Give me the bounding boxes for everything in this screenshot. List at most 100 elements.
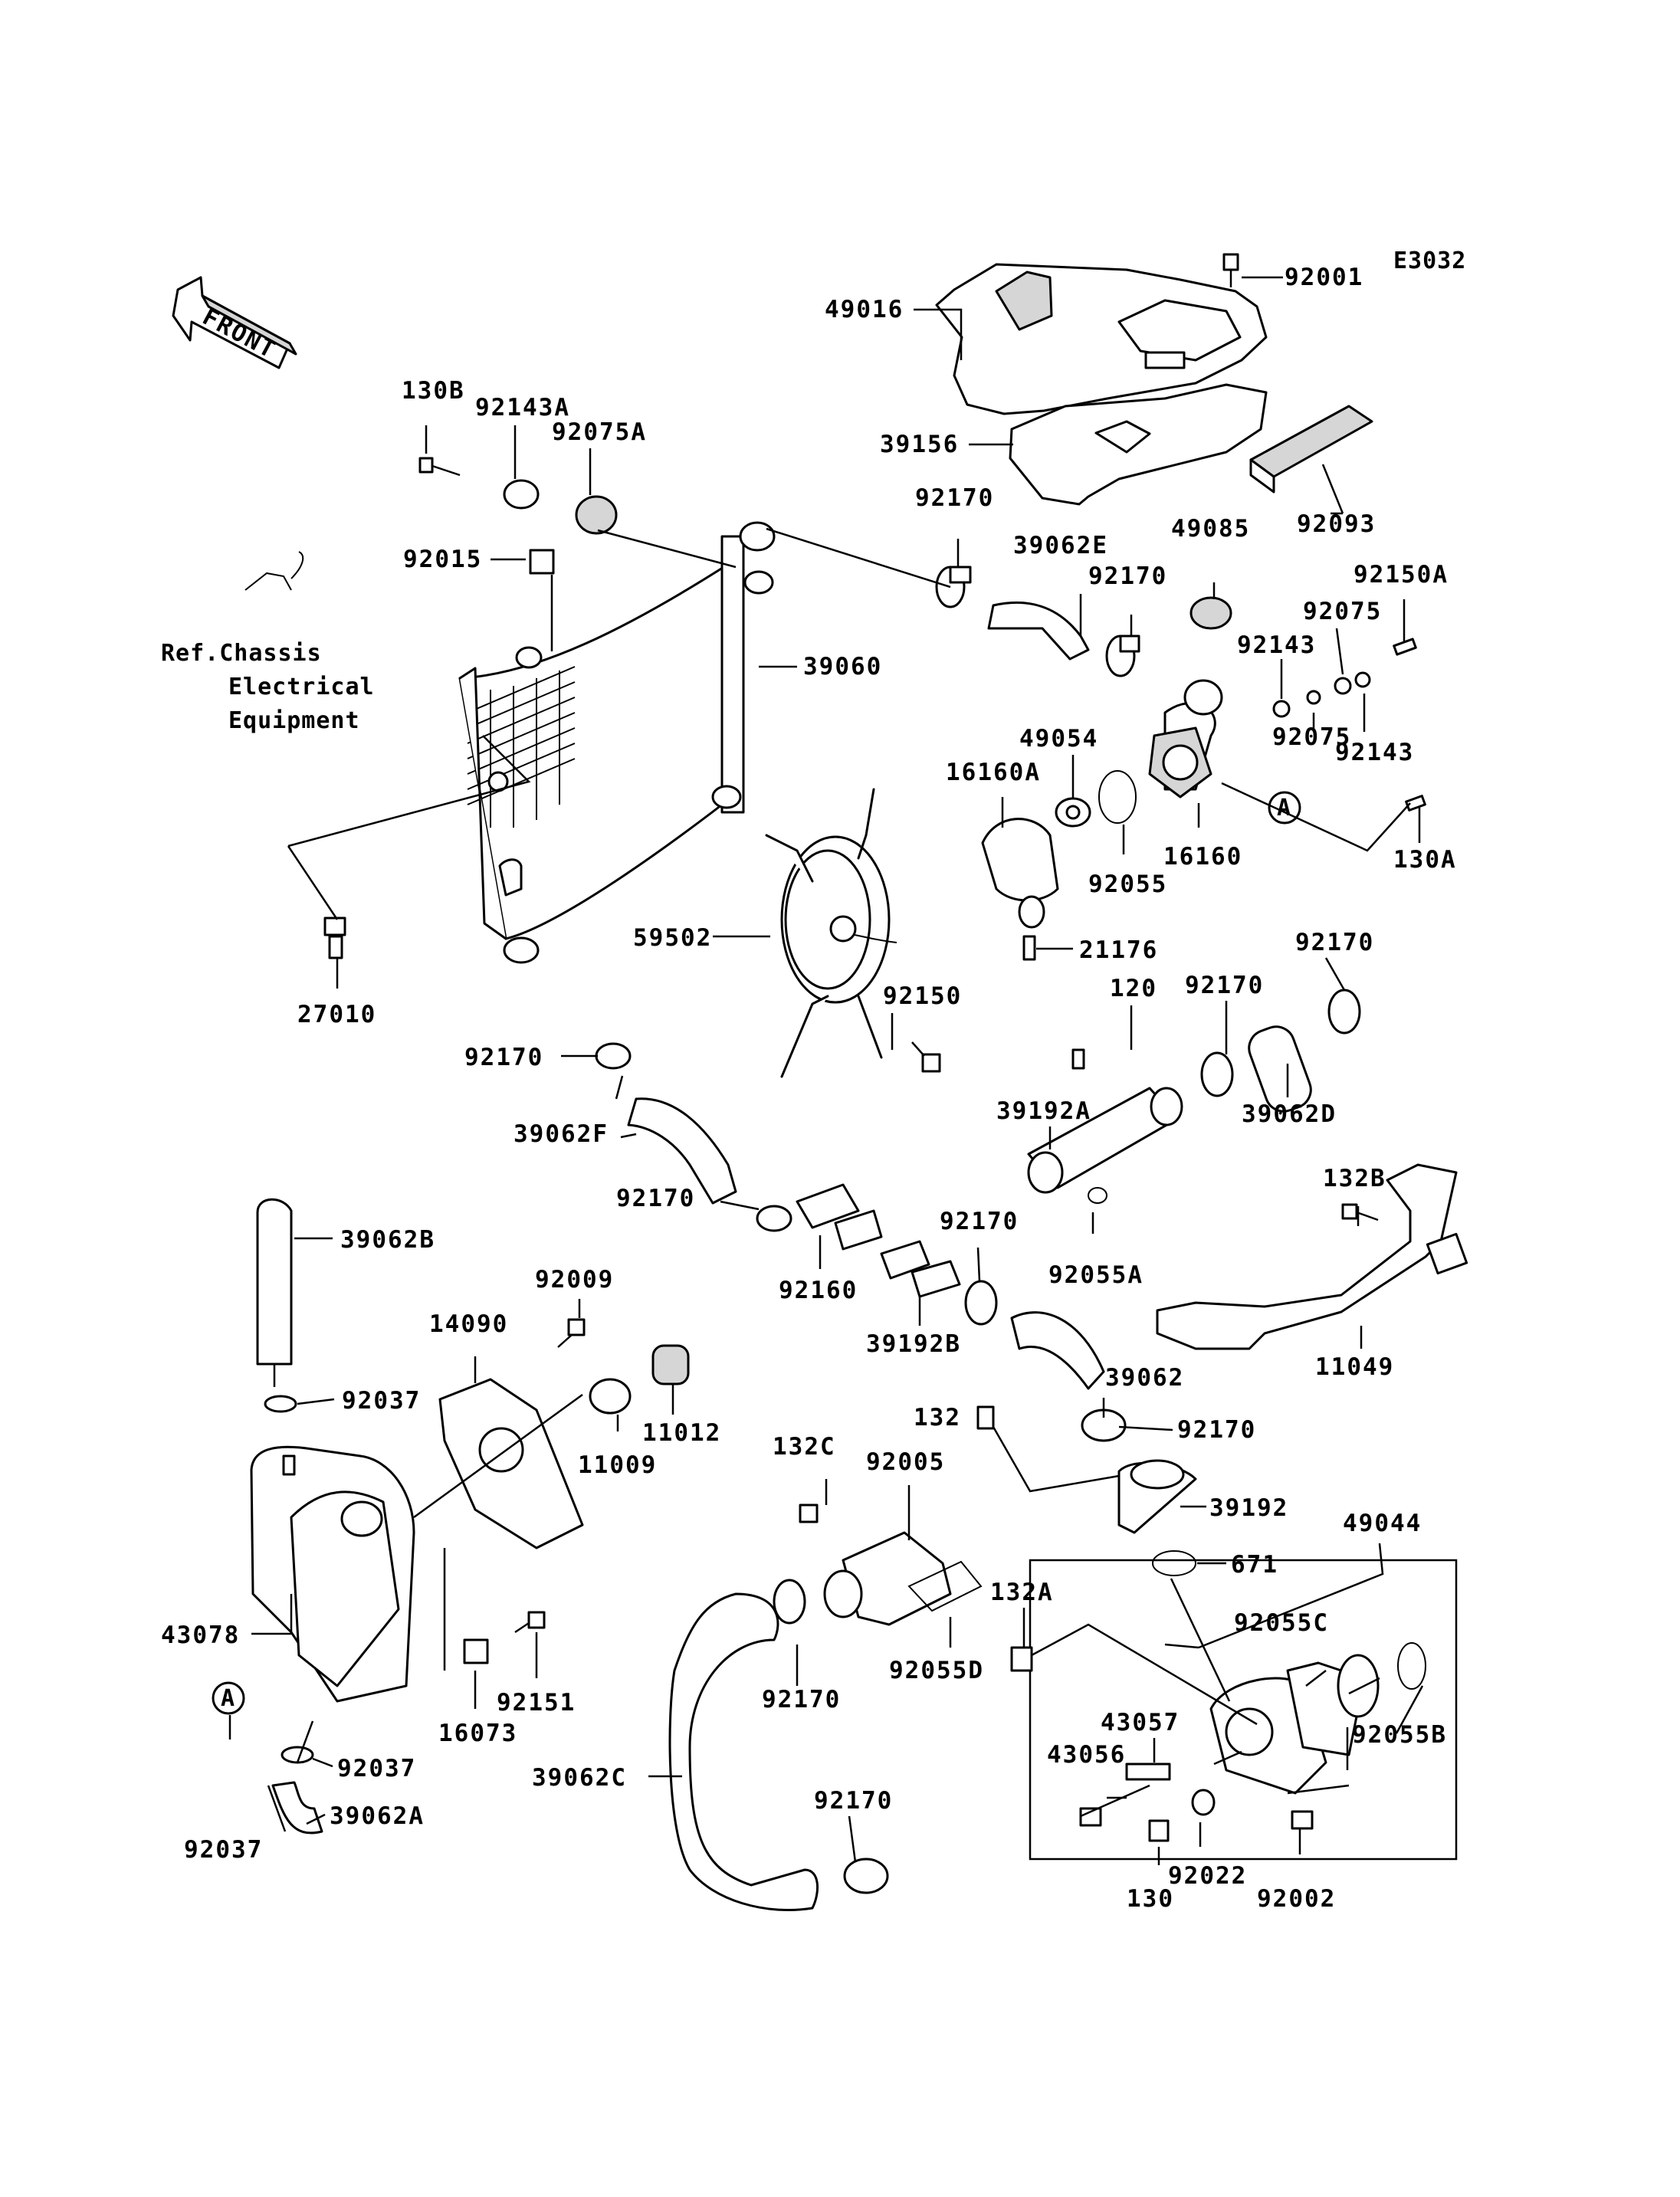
pipe-39192 <box>1117 1459 1197 1534</box>
clip-92037-a <box>264 1395 297 1413</box>
label-39062F: 39062F <box>514 1120 609 1148</box>
clamp-92170-j <box>843 1858 889 1894</box>
label-130: 130 <box>1127 1885 1174 1913</box>
label-92170-g: 92170 <box>940 1208 1019 1235</box>
label-92143-a: 92143 <box>1237 631 1316 659</box>
label-92150: 92150 <box>883 982 962 1010</box>
label-49085: 49085 <box>1171 515 1250 543</box>
label-92075-a: 92075 <box>1303 598 1382 625</box>
bolt-132A <box>1010 1646 1033 1672</box>
label-11009: 11009 <box>578 1451 657 1479</box>
seal-strip-92093 <box>1249 405 1373 494</box>
clamp-92170-b <box>1105 635 1140 677</box>
label-92037-c: 92037 <box>184 1836 263 1864</box>
washer-group <box>1272 638 1426 812</box>
bracket-92015 <box>529 549 555 575</box>
label-92170-i: 92170 <box>762 1686 841 1713</box>
label-39062A: 39062A <box>330 1802 425 1830</box>
sensor-27010 <box>323 917 346 959</box>
label-92170-c: 92170 <box>1295 929 1374 956</box>
label-92170-b: 92170 <box>1088 562 1167 590</box>
label-130A: 130A <box>1393 846 1457 874</box>
o-ring-671 <box>1152 1550 1196 1576</box>
hose-39062E <box>987 601 1090 661</box>
label-92037-a: 92037 <box>342 1387 421 1415</box>
front-label: FRONT <box>198 303 281 364</box>
bracket-11049 <box>1156 1163 1468 1350</box>
diagram-code: E3032 <box>1393 248 1466 274</box>
label-49054: 49054 <box>1019 725 1098 753</box>
reservoir-tank-43078 <box>250 1445 415 1703</box>
hose-39062B <box>256 1198 293 1366</box>
label-39062D: 39062D <box>1242 1100 1337 1128</box>
label-132A: 132A <box>990 1579 1054 1606</box>
label-132C: 132C <box>773 1433 836 1461</box>
label-92009: 92009 <box>535 1266 614 1294</box>
filler-cap-49085 <box>1189 596 1232 630</box>
label-39062C: 39062C <box>532 1764 627 1792</box>
bolt-130B <box>418 457 461 477</box>
bolt-92002 <box>1291 1810 1314 1830</box>
label-39192: 39192 <box>1209 1494 1288 1522</box>
o-ring-92055 <box>1098 770 1137 824</box>
cover-14090 <box>438 1378 584 1549</box>
label-92002: 92002 <box>1257 1885 1336 1913</box>
bolt-132 <box>976 1405 995 1430</box>
sensor-21176 <box>1022 935 1036 961</box>
label-39192B: 39192B <box>866 1330 961 1358</box>
label-39156: 39156 <box>880 431 959 458</box>
clamp-92170-f <box>756 1205 792 1232</box>
label-92055C: 92055C <box>1234 1609 1329 1637</box>
label-92075A: 92075A <box>552 418 647 446</box>
clamp-92170-d <box>1327 989 1361 1035</box>
svg-text:A: A <box>221 1685 235 1712</box>
part-labels: 92001 49016 39156 92093 130B 92143A 9207… <box>161 264 1457 1913</box>
leader-lines <box>228 276 1424 1865</box>
label-11012: 11012 <box>642 1419 721 1447</box>
grommet-92075A <box>575 495 618 535</box>
label-92160: 92160 <box>779 1277 858 1304</box>
cover-49016 <box>935 263 1268 415</box>
clamp-92170-c <box>1200 1051 1234 1097</box>
label-92170-d: 92170 <box>1185 972 1264 999</box>
clamp-92170-i <box>773 1579 806 1625</box>
washer-92022 <box>1191 1789 1216 1816</box>
bolt-43056 <box>1079 1807 1102 1827</box>
reference-line-2: Electrical <box>228 674 375 700</box>
label-43056: 43056 <box>1047 1741 1126 1769</box>
hose-39062F <box>627 1097 737 1205</box>
label-39060: 39060 <box>803 653 882 680</box>
label-92001: 92001 <box>1285 264 1363 291</box>
label-92170-j: 92170 <box>814 1787 893 1815</box>
label-92037-b: 92037 <box>337 1755 416 1782</box>
bolt-130 <box>1148 1819 1170 1842</box>
gasket-92055D <box>907 1560 983 1612</box>
label-92055A: 92055A <box>1048 1261 1144 1289</box>
svg-text:A: A <box>1277 795 1291 821</box>
pipe-43057 <box>1125 1763 1171 1781</box>
bolt-92150 <box>911 1041 941 1073</box>
radiator-39060 <box>458 521 776 964</box>
hose-39062 <box>1010 1311 1105 1390</box>
label-92150A: 92150A <box>1354 561 1449 589</box>
thermostat-49054 <box>1055 797 1091 828</box>
label-92075-b: 92075 <box>1272 723 1351 751</box>
label-92143-b: 92143 <box>1335 739 1414 766</box>
label-92055B: 92055B <box>1352 1721 1447 1749</box>
label-671: 671 <box>1231 1551 1278 1579</box>
label-27010: 27010 <box>297 1001 376 1028</box>
label-11049: 11049 <box>1315 1353 1394 1381</box>
label-92022: 92022 <box>1168 1862 1247 1890</box>
thermostat-housing-16160 <box>1148 679 1223 798</box>
label-92015: 92015 <box>403 546 482 573</box>
housing-16160A <box>981 818 1059 929</box>
label-92170-h: 92170 <box>1177 1416 1256 1444</box>
cap-11009 <box>589 1378 632 1415</box>
label-92055: 92055 <box>1088 871 1167 898</box>
label-92170-e: 92170 <box>464 1044 543 1071</box>
label-14090: 14090 <box>429 1310 508 1338</box>
label-92055D: 92055D <box>889 1657 984 1684</box>
label-39062E: 39062E <box>1013 532 1108 559</box>
